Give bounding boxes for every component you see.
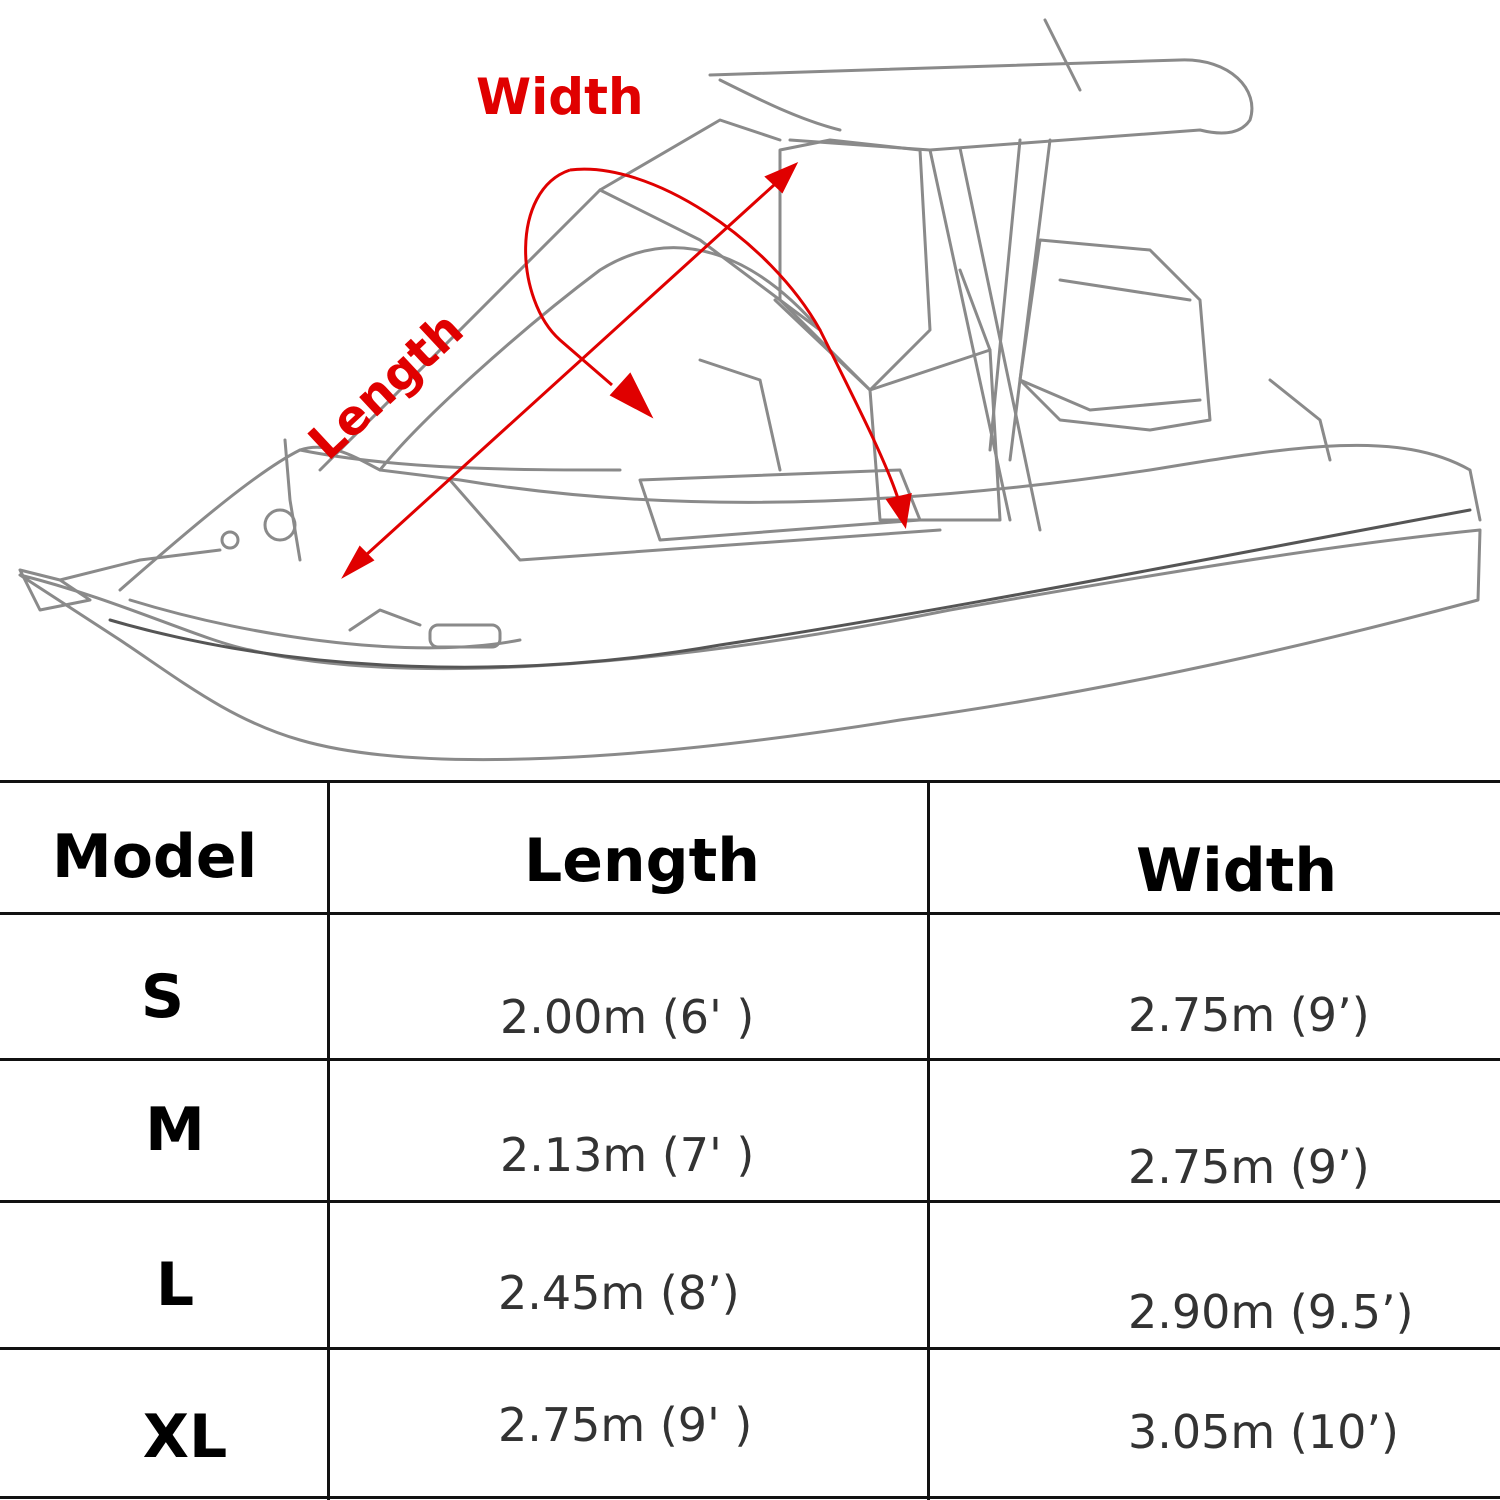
- table-top-border: [0, 780, 1500, 783]
- table-column-divider: [927, 780, 930, 1500]
- length-cell: 2.13m (7' ): [500, 1128, 755, 1182]
- table-row-divider: [0, 912, 1500, 915]
- model-cell: XL: [142, 1402, 228, 1472]
- model-cell: M: [145, 1095, 205, 1165]
- table-row-divider: [0, 1347, 1500, 1350]
- length-cell: 2.75m (9' ): [498, 1398, 753, 1452]
- header-model: Model: [52, 822, 258, 892]
- table-row-divider: [0, 1058, 1500, 1061]
- header-width: Width: [1136, 836, 1338, 906]
- model-cell: S: [140, 962, 185, 1032]
- boat-sketch-icon: [18, 18, 1482, 762]
- width-cell: 2.75m (9’): [1128, 1140, 1370, 1194]
- model-cell: L: [155, 1250, 195, 1320]
- length-cell: 2.00m (6' ): [500, 990, 755, 1044]
- table-bottom-border: [0, 1496, 1500, 1499]
- width-arrow-label: Width: [476, 68, 644, 126]
- width-cell: 2.90m (9.5’): [1128, 1285, 1414, 1339]
- width-cell: 2.75m (9’): [1128, 988, 1370, 1042]
- table-column-divider: [327, 780, 330, 1500]
- length-cell: 2.45m (8’): [498, 1266, 740, 1320]
- width-cell: 3.05m (10’): [1128, 1405, 1399, 1459]
- header-length: Length: [524, 826, 760, 896]
- table-row-divider: [0, 1200, 1500, 1203]
